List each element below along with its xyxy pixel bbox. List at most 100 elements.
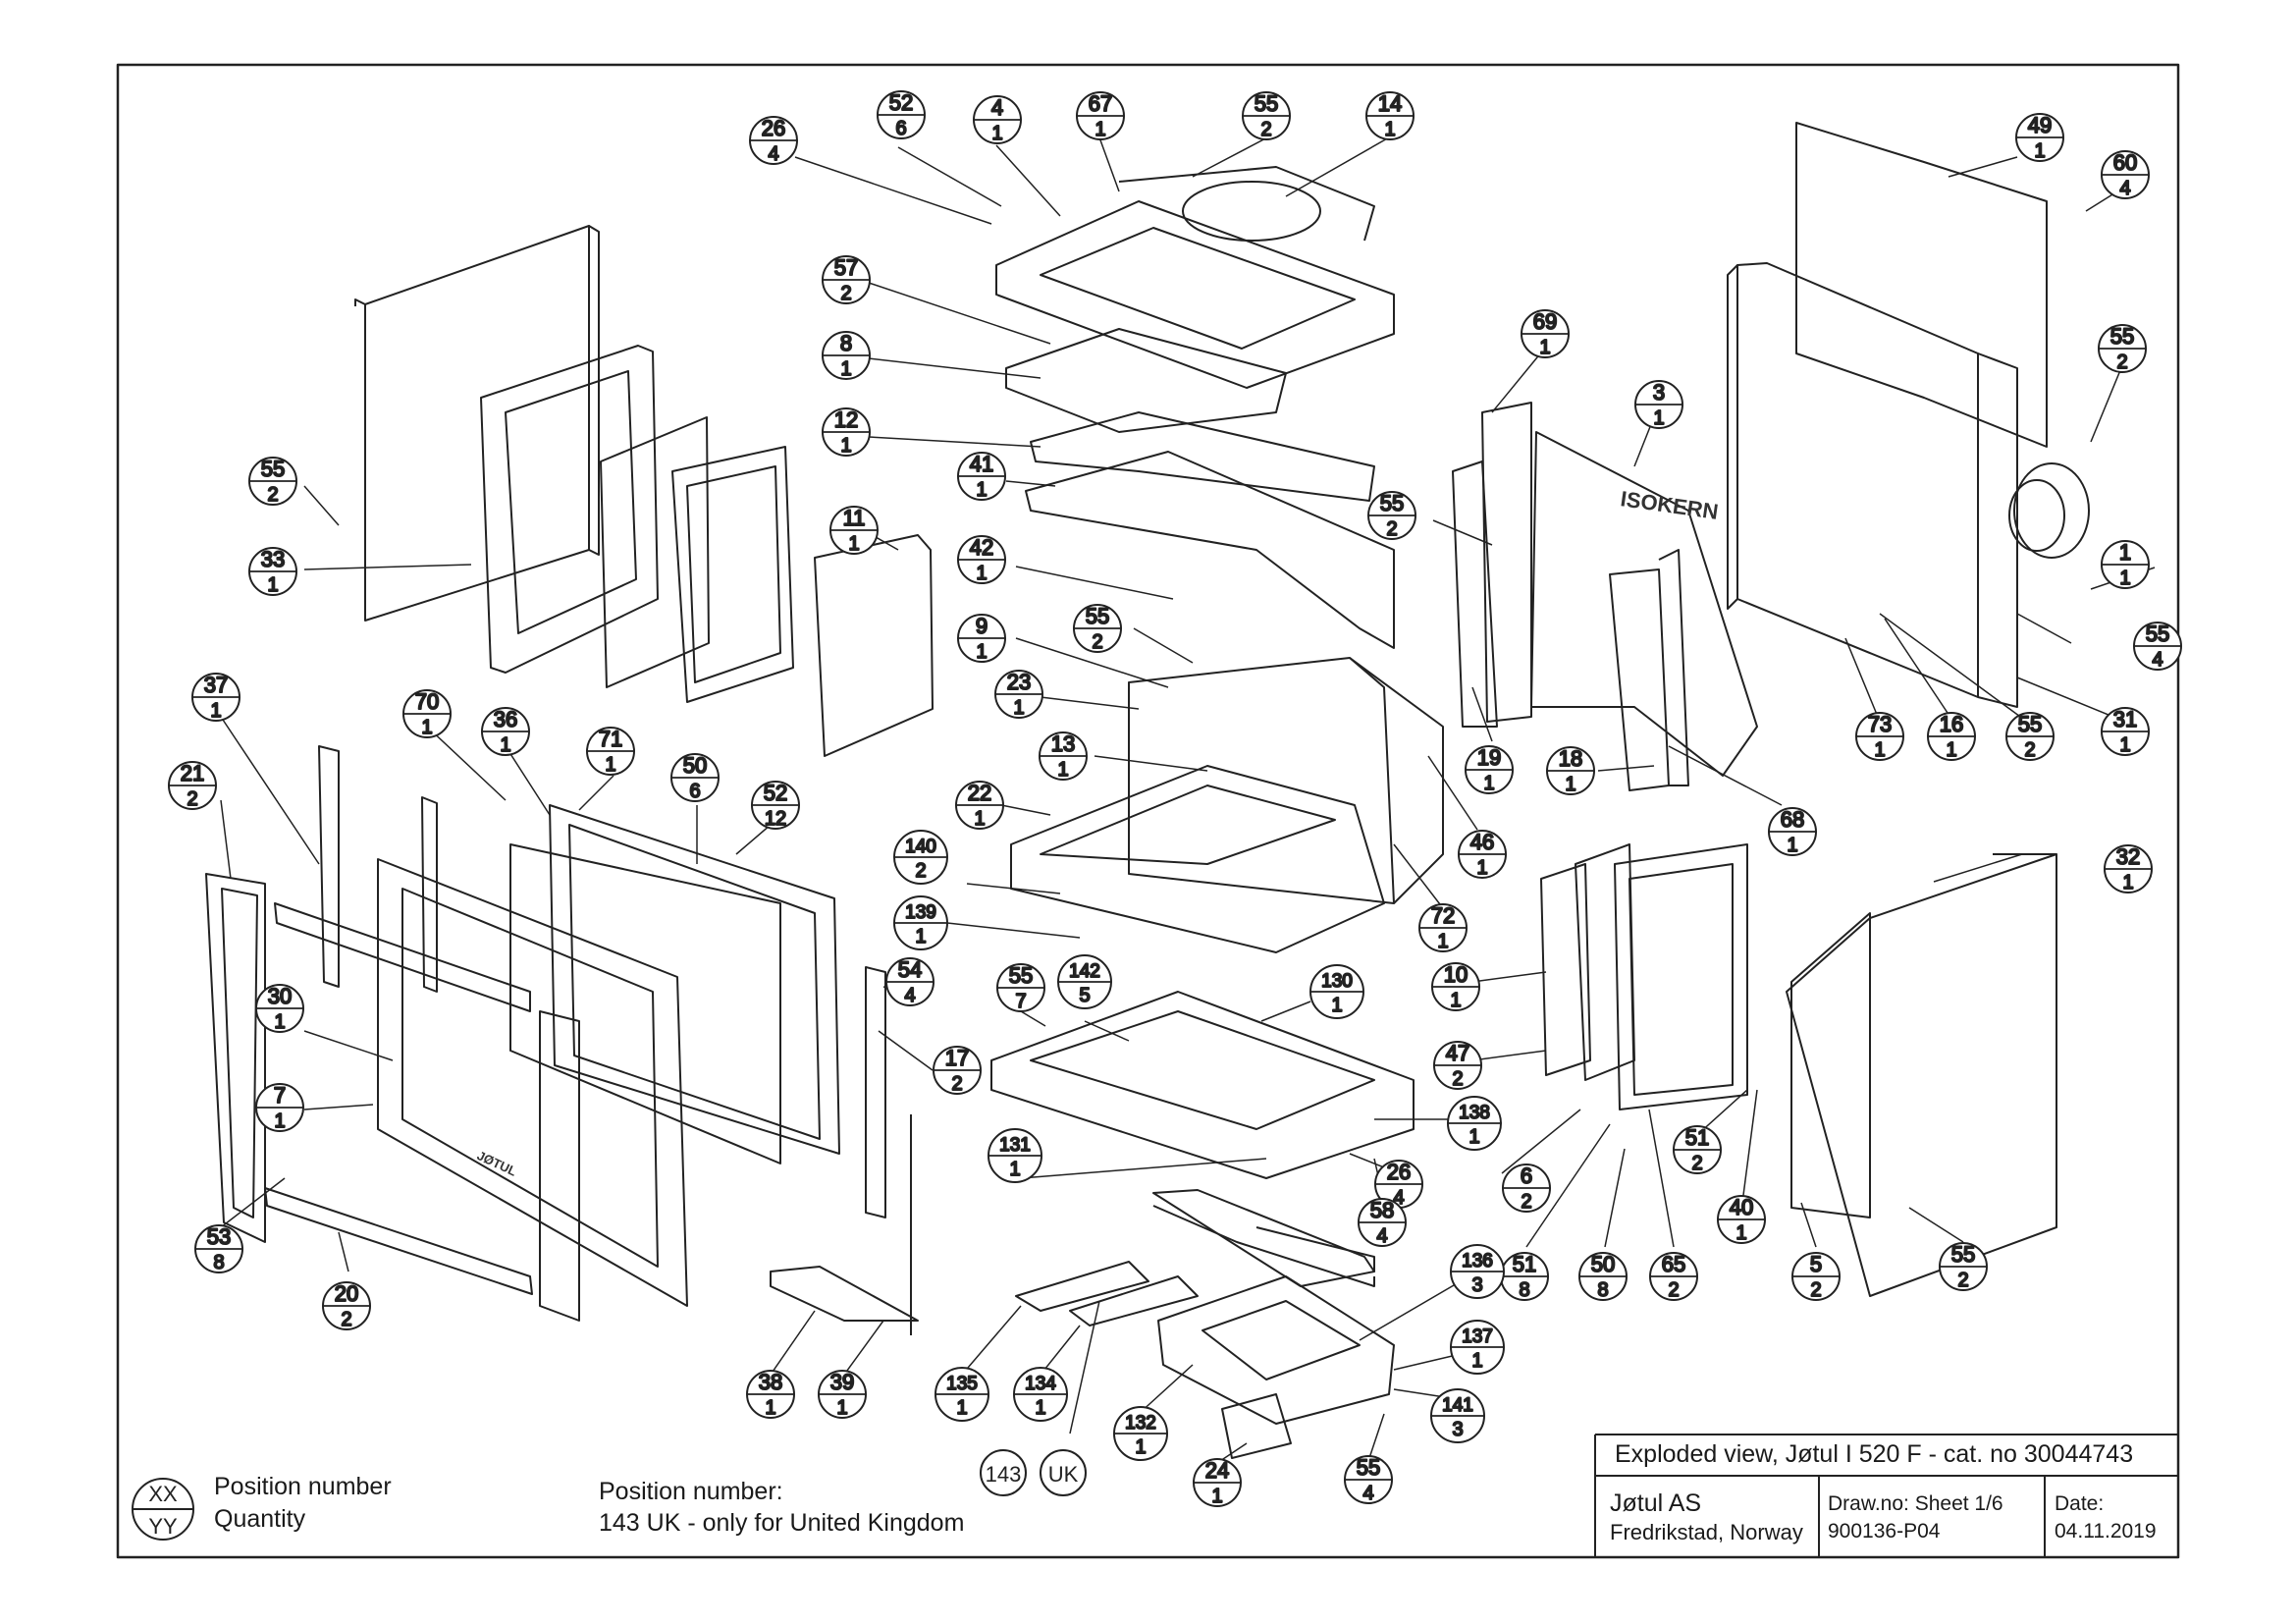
balloon-quantity: 2	[2024, 739, 2035, 761]
balloon-position-number: 26	[1387, 1160, 1411, 1184]
balloon-position-number: 40	[1730, 1195, 1753, 1219]
balloon-quantity: 2	[267, 484, 278, 506]
balloon-quantity: 2	[341, 1309, 351, 1330]
balloon-quantity: 2	[1810, 1279, 1821, 1301]
balloon-position-number: 49	[2028, 113, 2052, 137]
position-balloon: 212	[168, 760, 217, 811]
rear-heat-shield	[1452, 402, 1758, 777]
balloon-quantity: 3	[1452, 1419, 1463, 1440]
position-balloon: 62	[1502, 1163, 1551, 1214]
balloon-position-number: 19	[1477, 745, 1501, 770]
uk-tag-marker: UK	[1048, 1462, 1079, 1487]
balloon-quantity: 1	[500, 734, 510, 756]
position-balloon: 584	[1358, 1197, 1407, 1248]
position-balloon: 172	[933, 1045, 982, 1096]
balloon-position-number: 69	[1533, 309, 1557, 334]
balloon-position-number: 39	[830, 1370, 854, 1394]
uk-tag-position: 143	[986, 1462, 1022, 1487]
top-plate	[995, 166, 1395, 389]
balloon-position-number: 141	[1442, 1395, 1473, 1416]
latch-bar	[865, 966, 912, 1335]
position-balloon: 711	[586, 726, 635, 777]
position-balloon: 361	[481, 706, 530, 757]
position-balloon: 52	[1791, 1251, 1841, 1302]
balloon-quantity: 1	[974, 808, 985, 830]
balloon-quantity: 2	[2116, 352, 2127, 373]
balloon-position-number: 41	[970, 452, 993, 476]
balloon-quantity: 6	[689, 781, 700, 802]
balloon-quantity: 1	[1476, 857, 1487, 879]
position-balloon: 121	[822, 406, 871, 458]
balloon-position-number: 55	[1086, 604, 1109, 628]
balloon-quantity: 1	[1468, 1126, 1479, 1148]
balloon-quantity: 2	[187, 788, 197, 810]
firebox-base	[990, 991, 1415, 1179]
balloon-quantity: 2	[1691, 1153, 1702, 1174]
position-balloon: 161	[1927, 711, 1976, 762]
balloon-position-number: 11	[843, 506, 866, 530]
position-balloon: 241	[1193, 1457, 1242, 1508]
note-line-2: 143 UK - only for United Kingdom	[599, 1509, 965, 1537]
position-balloon: 131	[1039, 731, 1088, 782]
position-balloon: 681	[1768, 806, 1817, 857]
balloon-position-number: 21	[181, 761, 204, 785]
balloon-quantity: 1	[1946, 739, 1956, 761]
door-hinge-bar	[318, 745, 340, 988]
balloon-position-number: 55	[1255, 91, 1278, 116]
balloon-position-number: 60	[2113, 150, 2137, 175]
balloon-quantity: 1	[1565, 774, 1575, 795]
balloon-position-number: 50	[1591, 1252, 1615, 1276]
position-balloon: 552	[248, 456, 297, 507]
balloon-quantity: 1	[976, 641, 987, 663]
balloon-position-number: 55	[1357, 1455, 1380, 1480]
balloon-position-number: 36	[494, 707, 517, 731]
position-balloon: 552	[1073, 603, 1122, 654]
balloon-quantity: 1	[2122, 872, 2133, 893]
balloon-position-number: 52	[889, 90, 913, 115]
balloon-position-number: 32	[2116, 844, 2140, 869]
balloon-quantity: 2	[1668, 1279, 1679, 1301]
balloon-quantity: 1	[848, 533, 859, 555]
balloon-position-number: 50	[683, 753, 707, 778]
balloon-quantity: 1	[2119, 734, 2130, 756]
balloon-quantity: 1	[1135, 1436, 1146, 1458]
position-balloon: 264	[749, 115, 798, 166]
balloon-quantity: 3	[1471, 1274, 1482, 1296]
position-balloon: 701	[402, 688, 452, 739]
balloon-quantity: 1	[1450, 990, 1461, 1011]
balloon-position-number: 14	[1378, 91, 1402, 116]
firebox-back-wall	[1128, 657, 1444, 904]
balloon-quantity: 8	[1597, 1279, 1608, 1301]
top-door-bar	[274, 902, 531, 1012]
position-balloon: 721	[1418, 902, 1468, 953]
balloon-quantity: 4	[1376, 1225, 1387, 1247]
balloon-quantity: 1	[836, 1397, 847, 1419]
balloon-quantity: 2	[915, 860, 926, 882]
position-balloon: 652	[1649, 1251, 1698, 1302]
position-balloon: 552	[2098, 323, 2147, 374]
balloon-quantity: 1	[267, 574, 278, 596]
position-balloon: 604	[2101, 149, 2150, 200]
balloon-position-number: 54	[898, 957, 922, 982]
balloon-quantity: 4	[1362, 1483, 1373, 1504]
balloon-quantity: 1	[1653, 407, 1664, 429]
position-balloon: 41	[973, 94, 1022, 145]
balloon-quantity: 1	[765, 1397, 775, 1419]
balloon-quantity: 1	[1211, 1486, 1222, 1507]
bottom-plate	[1152, 1189, 1375, 1287]
drawing-frame	[116, 63, 2180, 1559]
door-glass-frame	[421, 796, 840, 1164]
balloon-position-number: 67	[1089, 91, 1112, 116]
balloon-position-number: 68	[1781, 807, 1804, 832]
position-balloon: 371	[191, 672, 240, 723]
title-block-location: Fredrikstad, Norway	[1610, 1520, 1803, 1544]
position-balloon: 321	[2104, 843, 2153, 894]
balloon-quantity: 1	[1009, 1159, 1020, 1180]
bottom-cover-plate	[1221, 1393, 1292, 1459]
balloon-position-number: 131	[999, 1135, 1031, 1156]
